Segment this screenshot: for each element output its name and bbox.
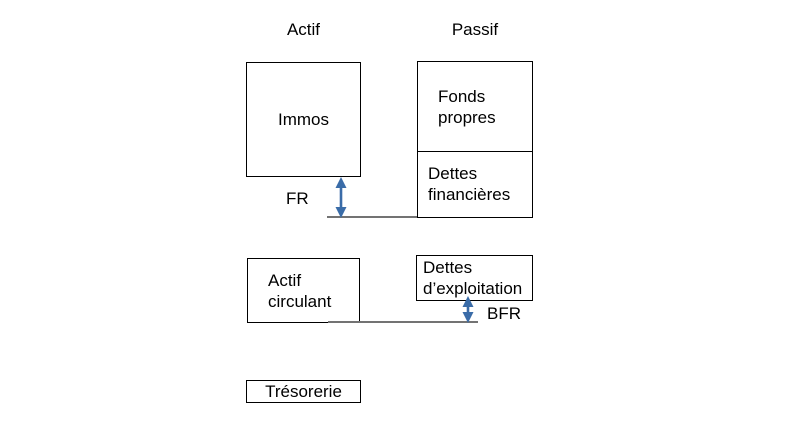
dettes-exploitation-label: Dettes d’exploitation [423, 258, 523, 298]
tresorerie-label: Trésorerie [265, 382, 342, 401]
passif-upper-box: Fonds propres Dettes financières [417, 61, 533, 218]
dettes-financieres-box: Dettes financières [418, 152, 532, 216]
bfr-baseline [328, 321, 478, 323]
fr-baseline [327, 216, 417, 218]
dettes-exploitation-box: Dettes d’exploitation [416, 255, 533, 301]
bfr-label: BFR [487, 304, 521, 323]
fr-label: FR [286, 189, 309, 208]
column-header-actif: Actif [286, 20, 321, 39]
fonds-propres-box: Fonds propres [418, 62, 532, 152]
fr-double-arrow-icon [334, 177, 348, 218]
dettes-financieres-label: Dettes financières [428, 164, 511, 204]
actif-circulant-box: Actif circulant [247, 258, 360, 323]
bfr-double-arrow-icon [461, 296, 475, 323]
fonds-propres-label: Fonds propres [438, 86, 496, 127]
column-header-passif: Passif [451, 20, 499, 39]
tresorerie-box: Trésorerie [246, 380, 361, 403]
immos-label: Immos [278, 110, 329, 129]
actif-circulant-label: Actif circulant [268, 270, 332, 311]
immos-box: Immos [246, 62, 361, 177]
